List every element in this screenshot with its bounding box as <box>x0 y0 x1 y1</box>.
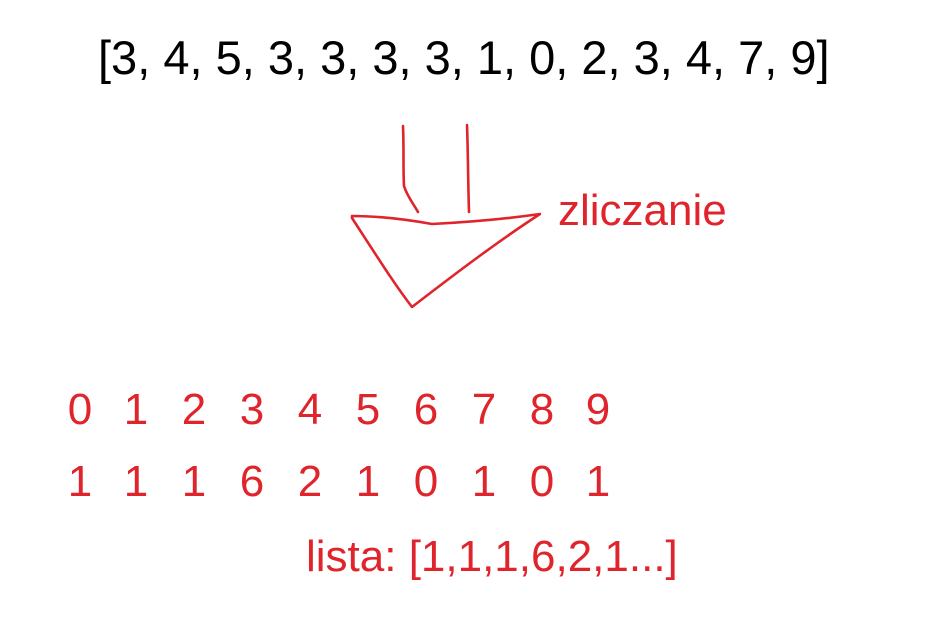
count-cell: 6 <box>239 457 265 506</box>
digits-row: 0 1 2 3 4 5 6 7 8 9 <box>60 385 640 435</box>
count-cell: 1 <box>67 457 93 506</box>
digit-cell: 1 <box>123 385 149 434</box>
digit-cell: 6 <box>413 385 439 434</box>
counts-row: 1 1 1 6 2 1 0 1 0 1 <box>60 457 640 507</box>
digit-cell: 2 <box>181 385 207 434</box>
digit-cell: 8 <box>529 385 555 434</box>
count-cell: 0 <box>413 457 439 506</box>
count-cell: 1 <box>585 457 611 506</box>
arrow-head <box>350 212 542 309</box>
digit-cell: 4 <box>297 385 323 434</box>
input-array-text: [3, 4, 5, 3, 3, 3, 3, 1, 0, 2, 3, 4, 7, … <box>98 31 830 84</box>
digit-cell: 0 <box>67 385 93 434</box>
count-cell: 1 <box>471 457 497 506</box>
count-cell: 1 <box>355 457 381 506</box>
count-cell: 2 <box>297 457 323 506</box>
count-cell: 1 <box>123 457 149 506</box>
process-label: zliczanie <box>558 186 727 235</box>
digit-cell: 9 <box>585 385 611 434</box>
result-list-text: lista: [1,1,1,6,2,1...] <box>306 532 678 581</box>
digit-cell: 3 <box>239 385 265 434</box>
arrow-shaft-right <box>465 123 471 214</box>
arrow-shaft-left <box>401 124 420 214</box>
digit-cell: 7 <box>471 385 497 434</box>
digit-cell: 5 <box>355 385 381 434</box>
count-cell: 0 <box>529 457 555 506</box>
count-cell: 1 <box>181 457 207 506</box>
